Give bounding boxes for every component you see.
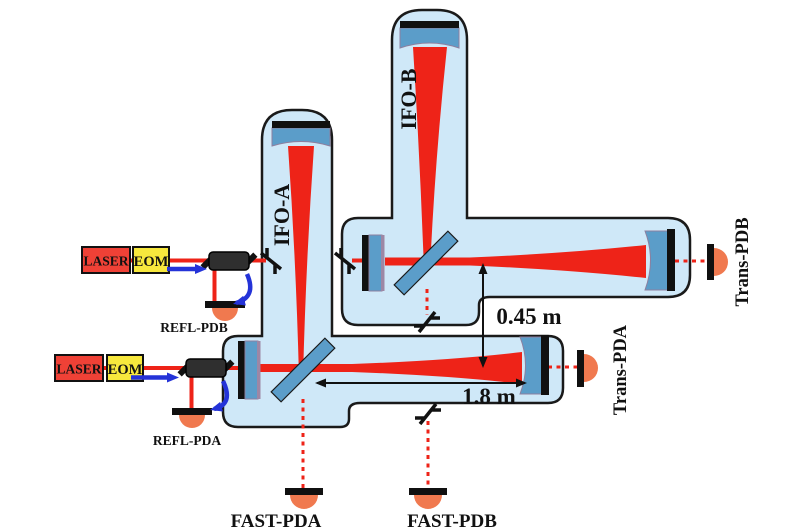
laser-chain-b [81,246,258,274]
laser-b-label: LASER [83,254,128,269]
ifo-a-input-mirror-edge [257,341,261,399]
ifo-b-input-mirror [368,234,383,292]
ifo-a-input-mirror-backplate [238,341,245,399]
refl-pda-detector [172,408,212,428]
trans-pda-label: Trans-PDA [611,324,631,415]
separation-measurement-label: 0.45 m [496,304,561,329]
faraday-isolator-icon [177,358,235,378]
trans-pda-detector [577,350,598,387]
arrow-head-icon [233,295,246,306]
trans-pdb-detector [707,244,728,280]
refl-pdb-label: REFL-PDB [160,320,228,335]
ifo-b-input-mirror-edge [381,235,385,291]
ifo-b-right-mirror-backplate [667,229,675,291]
beam-direction-arrows [131,264,253,412]
fast-pdb-detector [409,488,447,509]
separation-arrow [478,263,488,368]
ifo-b-input-mirror-backplate [362,235,369,291]
fast-pda-label: FAST-PDA [231,511,322,530]
ifo-a-horizontal-beam-taper [352,352,522,384]
ifo-b-horizontal-beam-taper [470,245,646,278]
ifo-b-right-end-mirror [644,230,670,291]
ifo-a-beamsplitter [270,337,336,403]
fast-pda-detector [285,488,323,509]
laser-a-label: LASER [56,362,101,377]
ifo-a-input-mirror [244,340,259,400]
ifo-a-right-end-mirror [519,336,544,395]
beam-break-icon [415,402,441,426]
beam-break-icon [259,248,283,274]
ifo-a-right-mirror-backplate [541,335,549,395]
refl-pdb-detector [205,301,245,321]
laser-chain-a [54,354,235,382]
ifo-b-beamsplitter [393,230,459,296]
laser-box [54,354,104,382]
faraday-isolator-icon [200,251,258,271]
eom-a-label: EOM [108,362,143,378]
ifo-b-enclosure [340,8,692,327]
ifo-a-label: IFO-A [269,184,294,246]
arrow-head-icon [210,401,223,412]
ifo-a-top-mirror-backplate [272,121,330,128]
ifo-b-optics [362,21,675,296]
ifo-a-optics [238,121,549,403]
trans-pdb-label: Trans-PDB [733,217,753,306]
eom-box [132,246,170,274]
ifo-b-label: IFO-B [396,68,421,129]
beam-break-icon [414,310,440,334]
refl-pda-label: REFL-PDA [153,433,221,448]
arm-length-arrow [315,378,527,388]
ifo-b-top-mirror-backplate [400,21,459,28]
ifo-a-top-end-mirror [271,127,331,147]
fast-pdb-label: FAST-PDB [407,511,497,530]
arm-length-measurement-label: 1.8 m [462,384,516,409]
ifo-a-vertical-beam [288,146,314,378]
arrow-head-icon [195,264,207,274]
ifo-b-top-end-mirror [399,27,460,49]
ifo-b-vertical-beam [413,47,447,270]
dotted-beams [301,259,707,490]
laser-box [81,246,131,274]
beam-break-icon [333,248,357,274]
eom-b-label: EOM [134,254,169,270]
arrow-head-icon [167,372,179,383]
